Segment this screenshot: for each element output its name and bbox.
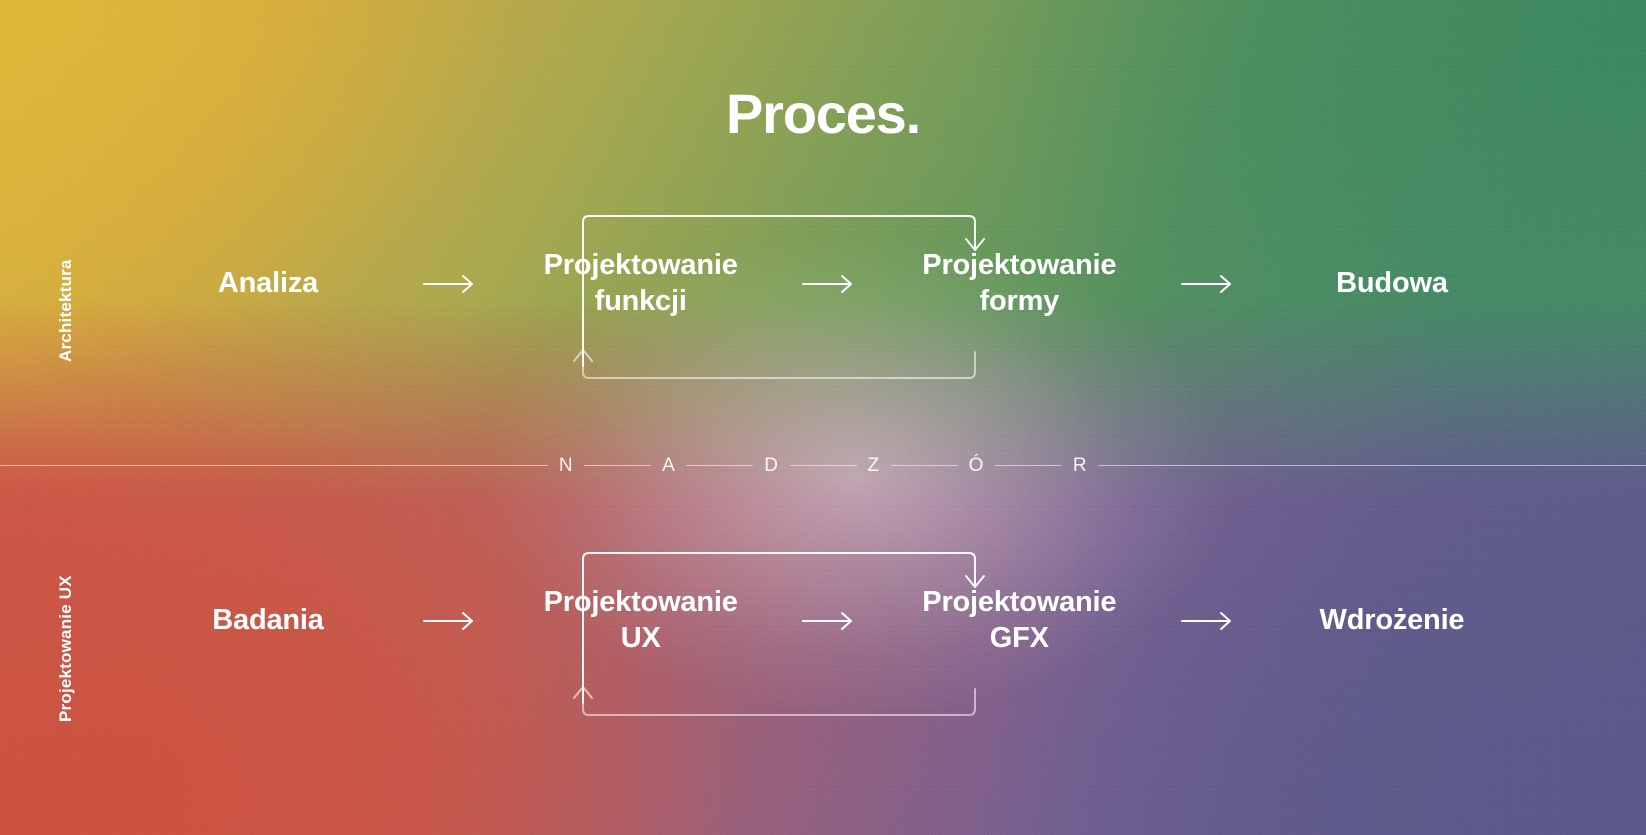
divider-segment <box>584 464 652 466</box>
flow-arrow-icon-3-ux <box>1180 610 1238 632</box>
divider-segment <box>994 464 1062 466</box>
flow-arrow-icon-1-ux <box>422 610 480 632</box>
divider-letter-z: Z <box>867 454 880 476</box>
stage-node-projektowanie-formy[interactable]: Projektowanie formy <box>922 249 1117 317</box>
divider-segment <box>1098 464 1646 466</box>
stage-node-budowa[interactable]: Budowa <box>1336 267 1448 300</box>
stage-node-analiza[interactable]: Analiza <box>217 267 319 300</box>
flow-arrow-icon-3-architecture <box>1180 273 1238 295</box>
divider-letter-o-acute: Ó <box>968 454 984 476</box>
divider-segment <box>890 464 958 466</box>
divider-segment <box>0 464 548 466</box>
stage-node-badania[interactable]: Badania <box>212 604 324 637</box>
divider-nadzor: N A D Z Ó R <box>0 452 1646 478</box>
loop-arrow-up-icon-architecture <box>573 349 593 362</box>
loop-back-path-ux <box>582 688 976 716</box>
stage-node-projektowanie-gfx[interactable]: Projektowanie GFX <box>922 586 1117 654</box>
divider-letter-n: N <box>558 454 574 476</box>
divider-segment <box>686 464 754 466</box>
flow-arrow-icon-1-architecture <box>422 273 480 295</box>
divider-letter-d: D <box>764 454 779 476</box>
divider-segment <box>789 464 857 466</box>
loop-arrow-up-icon-ux <box>573 686 593 699</box>
page-title: Proces. <box>726 82 921 145</box>
row-architecture: Analiza Projektowanie funkcji Projektowa… <box>150 243 1510 325</box>
side-label-architektura: Architektura <box>56 259 75 362</box>
row-ux: Badania Projektowanie UX Projektowanie G… <box>150 580 1510 662</box>
stage-node-projektowanie-ux[interactable]: Projektowanie UX <box>543 586 738 654</box>
flow-arrow-icon-2-architecture <box>801 273 859 295</box>
stage-node-wdrozenie[interactable]: Wdrożenie <box>1319 604 1465 637</box>
divider-letter-a: A <box>662 454 676 476</box>
loop-back-path-architecture <box>582 351 976 379</box>
stage-node-projektowanie-funkcji[interactable]: Projektowanie funkcji <box>543 249 738 317</box>
divider-letter-r: R <box>1072 454 1088 476</box>
side-label-projektowanie-ux: Projektowanie UX <box>56 575 75 722</box>
flow-arrow-icon-2-ux <box>801 610 859 632</box>
